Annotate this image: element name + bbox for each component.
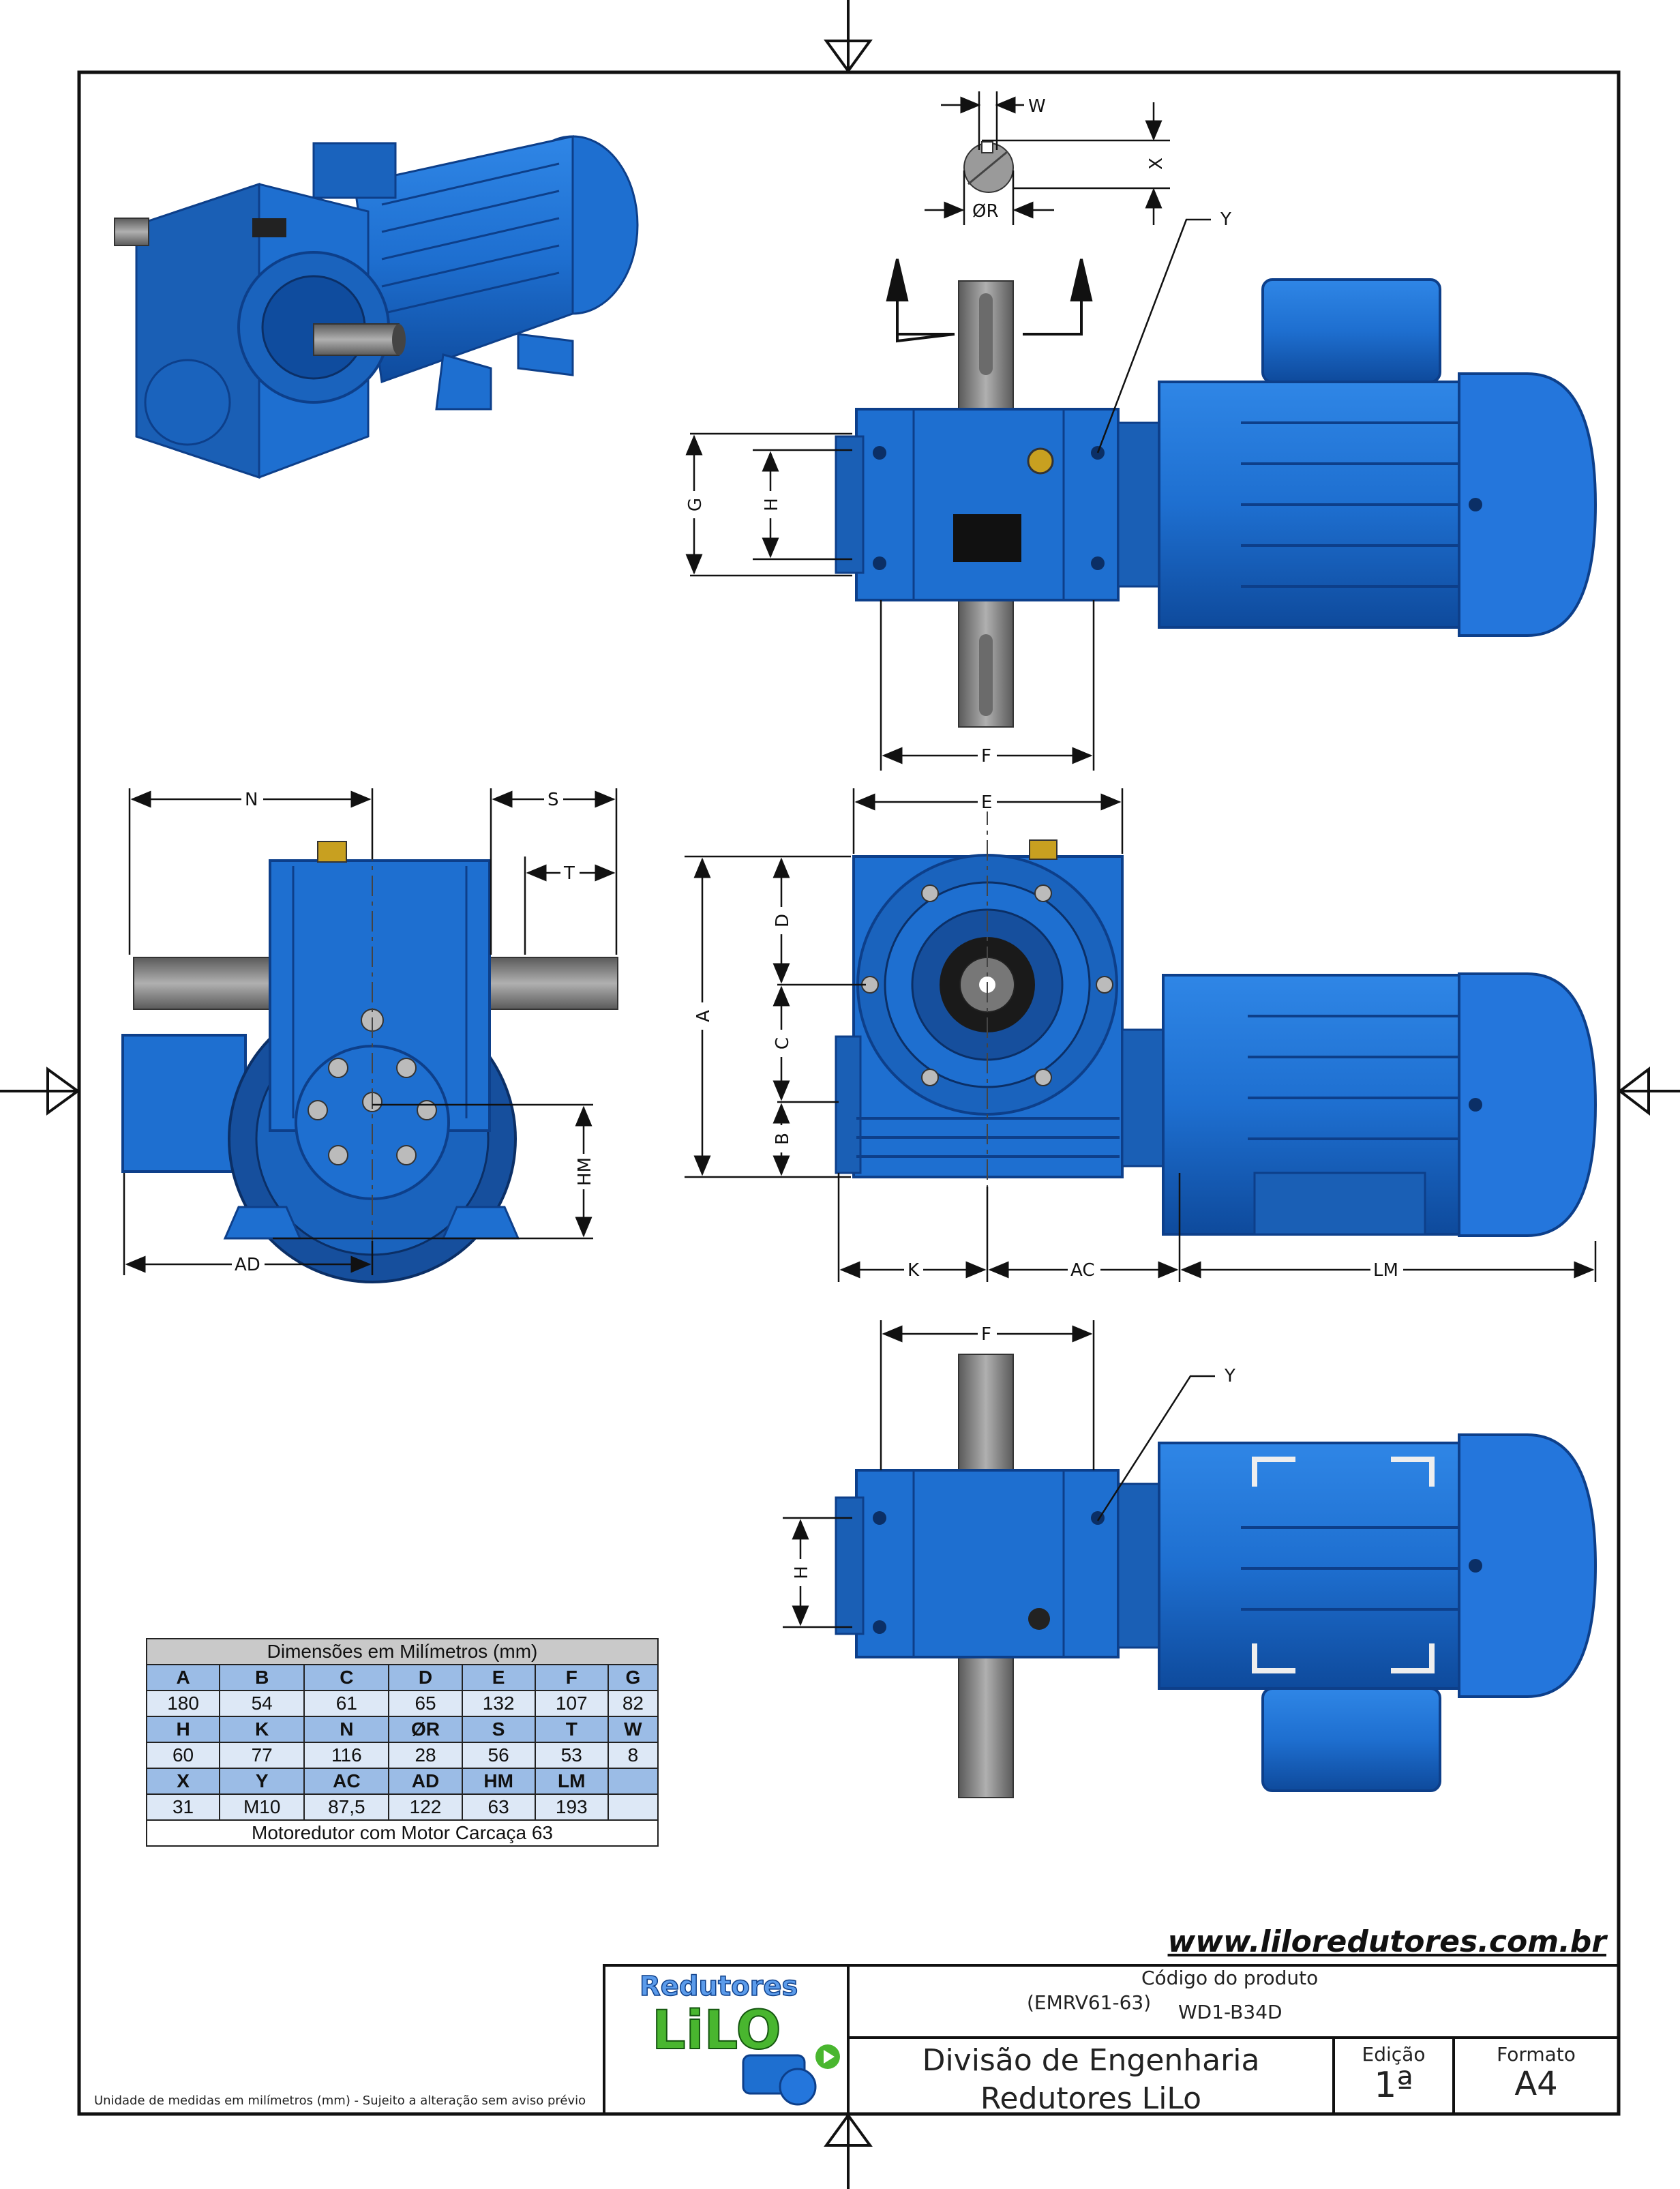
- dim-label-h-bottom: H: [792, 1566, 812, 1579]
- product-code-1: (EMRV61-63): [1027, 1991, 1152, 2014]
- table-value-cell: 132: [461, 1690, 536, 1717]
- table-header-cell: W: [607, 1716, 659, 1743]
- division-line-2: Redutores LiLo: [980, 2081, 1202, 2116]
- dimension-table: Dimensões em Milímetros (mm) A B C D E F…: [145, 1638, 659, 1847]
- format-label: Formato: [1497, 2043, 1576, 2066]
- table-value-cell: 56: [461, 1742, 536, 1769]
- dim-label-e: E: [981, 792, 992, 813]
- table-value-cell: 8: [607, 1742, 659, 1769]
- product-code-label: Código do produto: [1141, 1967, 1319, 1989]
- website-link[interactable]: www.liloredutores.com.br: [1167, 1924, 1606, 1959]
- dim-label-k: K: [907, 1260, 920, 1281]
- table-header-cell: D: [388, 1664, 463, 1691]
- table-value-cell: 31: [145, 1793, 221, 1821]
- dim-label-f-bottom: F: [981, 1324, 991, 1345]
- table-header-cell: [607, 1768, 659, 1795]
- table-header-row: X Y AC AD HM LM: [145, 1768, 659, 1795]
- dim-label-x: X: [1146, 158, 1167, 170]
- company-logo: Redutores LiLO: [639, 1970, 840, 2106]
- table-value-cell: 61: [303, 1690, 390, 1717]
- top-view: [835, 141, 1597, 728]
- dim-label-a: A: [693, 1010, 714, 1022]
- product-code-2: WD1-B34D: [1178, 2001, 1282, 2023]
- side-view: [121, 805, 618, 1283]
- division-line-1: Divisão de Engenharia: [922, 2043, 1260, 2078]
- dim-label-r: ØR: [972, 201, 999, 222]
- table-value-cell: 60: [145, 1742, 221, 1769]
- table-value-row: 60 77 116 28 56 53 8: [145, 1742, 659, 1769]
- table-value-cell: 193: [534, 1793, 609, 1821]
- units-footnote: Unidade de medidas em milímetros (mm) - …: [94, 2094, 586, 2108]
- table-value-cell: 122: [388, 1793, 463, 1821]
- table-header-cell: ØR: [388, 1716, 463, 1743]
- table-value-cell: 82: [607, 1690, 659, 1717]
- table-header-row: A B C D E F G: [145, 1664, 659, 1691]
- table-header-cell: B: [219, 1664, 305, 1691]
- table-header-row: H K N ØR S T W: [145, 1716, 659, 1743]
- table-header-cell: A: [145, 1664, 221, 1691]
- table-value-row: 31 M10 87,5 122 63 193: [145, 1793, 659, 1821]
- table-header-cell: T: [534, 1716, 609, 1743]
- table-value-cell: M10: [219, 1793, 305, 1821]
- dim-label-t: T: [563, 863, 575, 884]
- dim-label-y-top: Y: [1220, 209, 1231, 230]
- table-header-cell: HM: [461, 1768, 536, 1795]
- dim-label-s: S: [548, 790, 559, 810]
- table-header-cell: N: [303, 1716, 390, 1743]
- dim-label-n: N: [245, 790, 258, 810]
- table-footer: Motoredutor com Motor Carcaça 63: [146, 1819, 659, 1847]
- edition-value: 1ª: [1374, 2065, 1413, 2106]
- dim-label-w: W: [1028, 96, 1046, 117]
- dim-label-f-top: F: [981, 746, 991, 766]
- table-header-cell: G: [607, 1664, 659, 1691]
- table-value-cell: 63: [461, 1793, 536, 1821]
- table-header-cell: K: [219, 1716, 305, 1743]
- table-header-cell: H: [145, 1716, 221, 1743]
- dim-label-ad: AD: [235, 1255, 260, 1275]
- table-header-cell: AC: [303, 1768, 390, 1795]
- front-view: [835, 805, 1597, 1282]
- table-value-cell: 28: [388, 1742, 463, 1769]
- table-header-cell: X: [145, 1768, 221, 1795]
- table-caption: Dimensões em Milímetros (mm): [146, 1638, 659, 1665]
- table-value-cell: 87,5: [303, 1793, 390, 1821]
- table-header-cell: Y: [219, 1768, 305, 1795]
- table-header-cell: E: [461, 1664, 536, 1691]
- table-header-cell: C: [303, 1664, 390, 1691]
- table-value-cell: 65: [388, 1690, 463, 1717]
- table-value-cell: 180: [145, 1690, 221, 1717]
- title-block-grid: [79, 1964, 1620, 2115]
- dim-label-h-top: H: [762, 498, 782, 511]
- table-value-row: 180 54 61 65 132 107 82: [145, 1690, 659, 1717]
- dim-label-d: D: [772, 914, 793, 927]
- dim-label-y-bottom: Y: [1224, 1366, 1235, 1386]
- bottom-view: [835, 1354, 1597, 1798]
- table-value-cell: 107: [534, 1690, 609, 1717]
- svg-text:LiLO: LiLO: [652, 2000, 781, 2061]
- table-value-cell: [607, 1793, 659, 1821]
- table-value-cell: 53: [534, 1742, 609, 1769]
- edition-label: Edição: [1362, 2043, 1426, 2066]
- table-header-cell: S: [461, 1716, 536, 1743]
- dim-label-c: C: [772, 1037, 793, 1049]
- dimension-labels: W X ØR Y G H F N S T E A D C B HM AD K A…: [232, 95, 1403, 1586]
- table-header-cell: LM: [534, 1768, 609, 1795]
- table-value-cell: 54: [219, 1690, 305, 1717]
- dim-label-b: B: [772, 1133, 793, 1145]
- svg-text:Redutores: Redutores: [640, 1971, 798, 2002]
- table-header-cell: F: [534, 1664, 609, 1691]
- dim-label-hm: HM: [575, 1157, 595, 1186]
- dim-label-lm: LM: [1373, 1260, 1398, 1281]
- format-value: A4: [1514, 2065, 1558, 2103]
- dimension-lines: [123, 91, 1597, 1628]
- table-header-cell: AD: [388, 1768, 463, 1795]
- division-title: Divisão de Engenharia Redutores LiLo: [848, 2042, 1334, 2118]
- isometric-view: [114, 135, 639, 479]
- table-value-cell: 77: [219, 1742, 305, 1769]
- dim-label-ac: AC: [1070, 1260, 1094, 1281]
- table-value-cell: 116: [303, 1742, 390, 1769]
- dim-label-g: G: [685, 498, 706, 511]
